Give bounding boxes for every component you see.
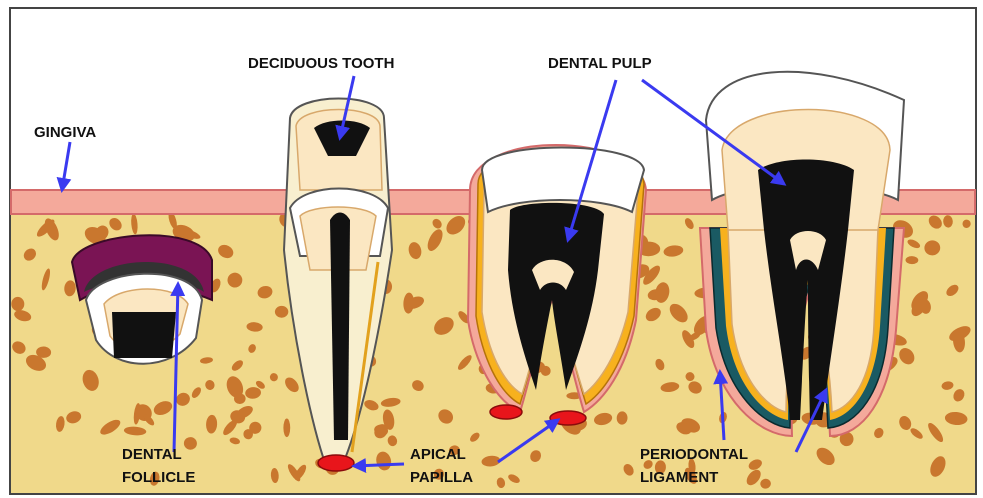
apical-papilla-label-line2: PAPILLA: [410, 469, 473, 486]
apical-papilla-arrow-1: [354, 464, 404, 466]
dental-follicle-label-line2: FOLLICLE: [122, 469, 195, 486]
dental-pulp-label: DENTAL PULP: [548, 55, 652, 72]
periodontal-ligament-label-line2: LIGAMENT: [640, 469, 718, 486]
periodontal-ligament-label-line1: PERIODONTAL: [640, 446, 748, 463]
deciduous-tooth-label: DECIDUOUS TOOTH: [248, 55, 394, 72]
bone-spot: [283, 419, 290, 438]
dental-follicle-label-line1: DENTAL: [122, 446, 182, 463]
apical-papilla-label-line1: APICAL: [410, 446, 466, 463]
gingiva-label: GINGIVA: [34, 124, 96, 141]
